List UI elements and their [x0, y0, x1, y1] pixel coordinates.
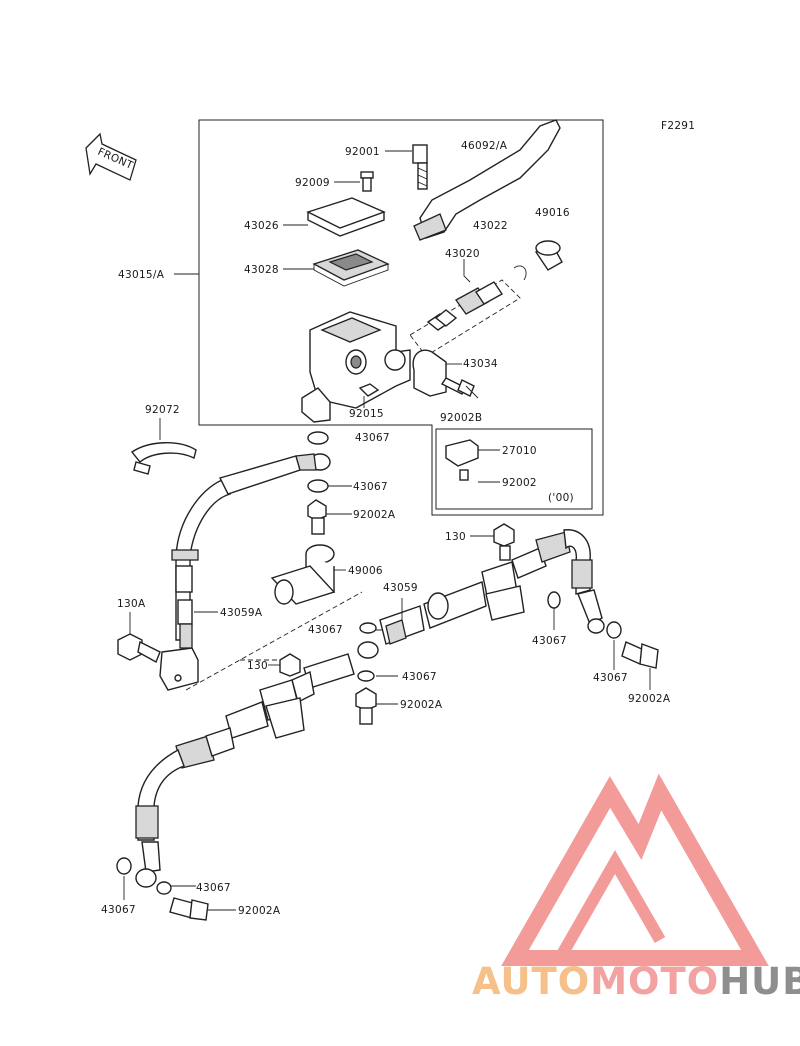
label-92002A-a: 92002A: [353, 509, 396, 521]
figure-code: F2291: [661, 120, 695, 132]
watermark-auto: AUTO: [472, 960, 591, 1003]
washer-mid: [359, 622, 377, 634]
label-130-a: 130: [445, 531, 466, 543]
label-43015A: 43015/A: [118, 269, 165, 281]
washer-mid-2: [357, 670, 375, 682]
banjo-bolt-130-top: [493, 523, 515, 561]
banjo-bolt-lower: [169, 897, 209, 921]
circlip: [513, 265, 527, 281]
label-92002: 92002: [502, 477, 537, 489]
upper-brake-hose: [159, 453, 331, 691]
clamp: [412, 349, 447, 397]
front-arrow-icon: FRONT: [85, 132, 137, 181]
label-43026: 43026: [244, 220, 279, 232]
label-92009: 92009: [295, 177, 330, 189]
assembly-frame: [198, 119, 604, 516]
washer-1: [307, 431, 329, 445]
label-43067-f: 43067: [593, 672, 628, 684]
watermark-moto: MOTO: [590, 960, 720, 1003]
washer-far-right: [606, 621, 622, 639]
washer-lower-1: [116, 857, 132, 875]
watermark-logo: [501, 773, 769, 966]
washer-lower-2: [156, 881, 172, 895]
banjo-bolt-130A: [117, 633, 161, 663]
label-43067-c: 43067: [308, 624, 343, 636]
label-43067-b: 43067: [353, 481, 388, 493]
bolt-92001: [412, 144, 428, 190]
banjo-bolt-92002A-top: [307, 499, 327, 535]
banjo-bolt-92002A-mid: [355, 687, 377, 725]
label-92002B: 92002B: [440, 412, 482, 424]
banjo-bolt-right: [621, 641, 659, 669]
label-27010: 27010: [502, 445, 537, 457]
lower-brake-hose: [135, 653, 355, 888]
joint-49006: [270, 544, 336, 605]
label-43028: 43028: [244, 264, 279, 276]
watermark-hub: HUB: [719, 960, 800, 1003]
label-92002A-b: 92002A: [400, 699, 443, 711]
label-92015: 92015: [349, 408, 384, 420]
brake-switch: [445, 439, 479, 481]
label-43067-g: 43067: [196, 882, 231, 894]
watermark-text: AUTOMOTOHUB: [472, 960, 800, 1003]
label-130-b: 130: [247, 660, 268, 672]
label-43067-e: 43067: [402, 671, 437, 683]
washer-2: [307, 479, 329, 493]
label-43022: 43022: [473, 220, 508, 232]
label-130A: 130A: [117, 598, 146, 610]
label-92002A-d: 92002A: [238, 905, 281, 917]
switch-frame: [435, 428, 593, 510]
label-00: ('00): [548, 492, 574, 504]
brake-pipe: [357, 529, 605, 659]
label-43067-a: 43067: [355, 432, 390, 444]
label-49016: 49016: [535, 207, 570, 219]
piston-kit: [409, 259, 521, 357]
label-43059A: 43059A: [220, 607, 263, 619]
clamp-bolt: [440, 377, 475, 397]
banjo-bolt-130-mid: [279, 653, 301, 677]
washer-right: [547, 591, 561, 609]
brake-lever: [413, 119, 561, 241]
label-43020: 43020: [445, 248, 480, 260]
label-43067-h: 43067: [101, 904, 136, 916]
reservoir-cap: [306, 197, 386, 237]
label-43034: 43034: [463, 358, 498, 370]
screw-92009: [360, 171, 374, 192]
hose-band: [130, 442, 197, 475]
label-92001: 92001: [345, 146, 380, 158]
diaphragm: [312, 249, 390, 287]
label-46092A: 46092/A: [461, 140, 508, 152]
label-92002A-c: 92002A: [628, 693, 671, 705]
nut-92015: [358, 383, 380, 397]
label-43067-d: 43067: [532, 635, 567, 647]
master-cylinder-body: [301, 311, 411, 423]
label-49006: 49006: [348, 565, 383, 577]
label-43059: 43059: [383, 582, 418, 594]
label-92072: 92072: [145, 404, 180, 416]
